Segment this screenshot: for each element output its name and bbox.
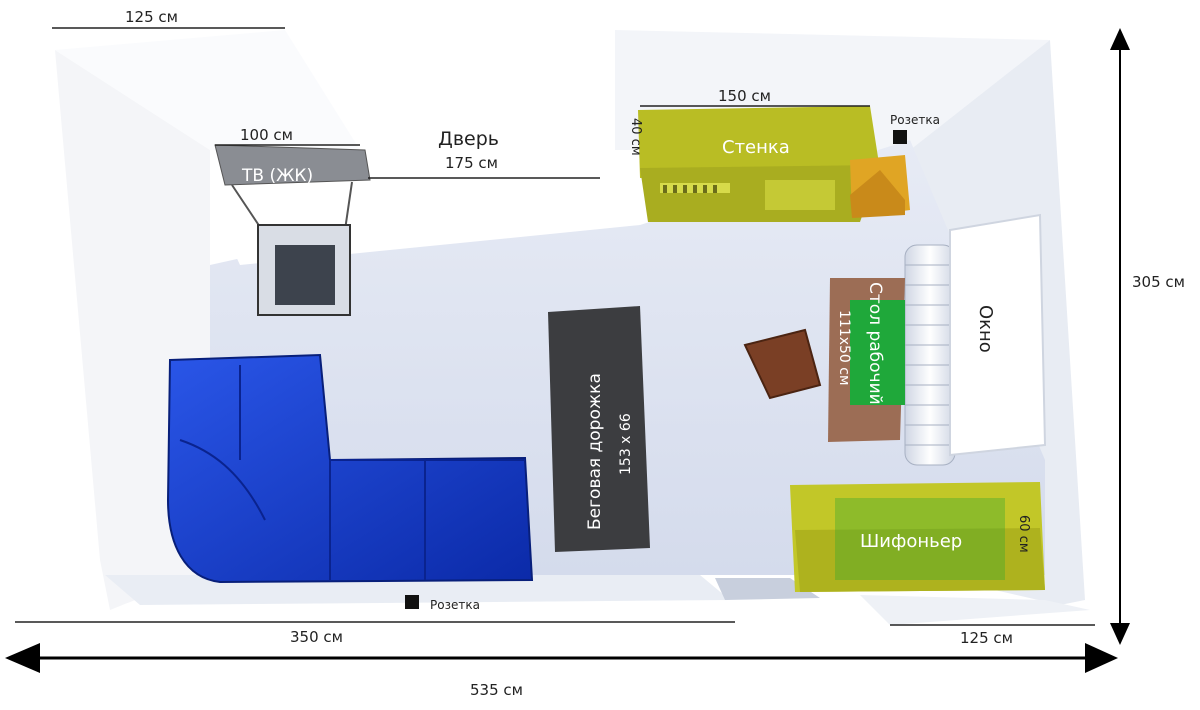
sofa-cushions [179, 365, 525, 580]
label-window: Окно [975, 305, 996, 353]
label-total-length: 535 см [470, 681, 523, 699]
bottom-door-frame [715, 578, 820, 600]
label-wall-unit-width: 150 см [718, 87, 771, 105]
label-wardrobe-depth: 60 см [1016, 515, 1031, 553]
label-tv-width: 100 см [240, 126, 293, 144]
wardrobe-inner-panel [835, 498, 1005, 580]
label-door-width: 175 см [445, 154, 498, 172]
wardrobe-front [795, 528, 1045, 592]
label-socket-bottom: Розетка [430, 598, 480, 612]
label-socket-top: Розетка [890, 113, 940, 127]
label-tv: ТВ (ЖК) [241, 166, 313, 186]
window [949, 213, 1047, 457]
label-bottom-left: 350 см [290, 628, 343, 646]
top-left-wall [55, 30, 360, 150]
tv-leg-left [231, 184, 263, 231]
dim-arrow-bottom-head [1110, 623, 1130, 645]
label-top-left-wall: 125 см [125, 8, 178, 26]
bottom-right-wall [860, 595, 1090, 625]
orange-chest-top [850, 170, 905, 218]
label-wardrobe: Шифоньер [860, 531, 962, 552]
label-wall-unit-depth: 40 см [628, 118, 643, 156]
socket-bottom [405, 595, 419, 609]
radiator-fins [905, 264, 955, 446]
wall-unit-top [638, 106, 880, 178]
label-wall-unit: Стенка [722, 137, 790, 158]
label-desk: Стол рабочий [865, 282, 885, 405]
sofa [166, 353, 534, 584]
wall-unit-books [663, 185, 717, 193]
dim-arrow-left-head [5, 643, 40, 673]
wall-unit-shelf-2 [765, 180, 835, 210]
treadmill [548, 306, 650, 552]
label-desk-size: 111х50 см [836, 310, 852, 386]
label-door: Дверь [438, 128, 499, 150]
chair [743, 328, 822, 400]
label-bottom-right: 125 см [960, 629, 1013, 647]
label-treadmill-size: 153 х 66 [618, 413, 634, 475]
dim-arrow-top-head [1110, 28, 1130, 50]
label-room-height: 305 см [1132, 273, 1185, 291]
wall-unit-front [640, 165, 880, 222]
dim-arrow-right-head [1085, 643, 1118, 673]
tv-cabinet-inner [275, 245, 335, 305]
tv-top-shelf [214, 144, 371, 186]
label-treadmill: Беговая дорожка [585, 373, 605, 530]
radiator [904, 244, 956, 466]
desk-screen [850, 300, 905, 405]
tv-leg-right [344, 181, 353, 231]
socket-top [893, 130, 907, 144]
